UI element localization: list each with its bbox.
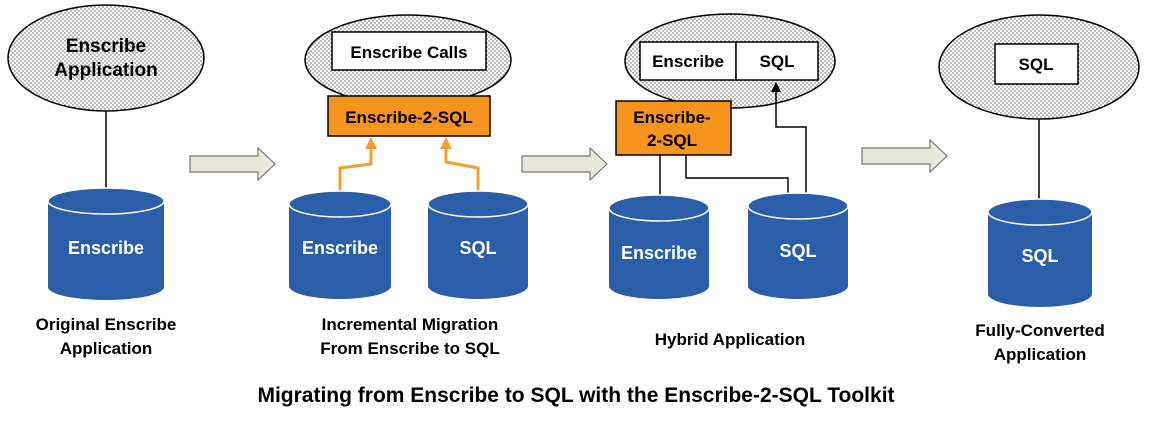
toolkit-box [615,100,732,156]
stage-incremental: Enscribe Calls Enscribe-2-SQL Enscribe S… [288,14,529,299]
caption-line-1: Incremental Migration [321,315,499,334]
toolkit-box [327,95,491,137]
sql-call-box [735,41,819,81]
caption-hybrid: Hybrid Application [620,328,840,352]
diagram-title: Migrating from Enscribe to SQL with the … [257,384,895,407]
database-sql: SQL [427,190,529,299]
toolkit-label-2: 2-SQL [647,131,697,150]
flow-arrow-2 [521,146,608,182]
enscribe-calls-label: Enscribe Calls [350,43,467,62]
caption-original: Original Enscribe Application [6,313,206,361]
stage-original: Enscribe Application Enscribe [7,4,205,300]
database-label: SQL [1021,246,1058,266]
caption-fully-converted: Fully-Converted Application [940,319,1140,367]
caption-line-2: From Enscribe to SQL [320,339,500,358]
caption-incremental: Incremental Migration From Enscribe to S… [290,313,530,361]
sql-call-box [994,43,1079,85]
toolkit-to-sql-connector [440,137,484,209]
database-label: Enscribe [302,238,378,258]
application-bubble-label-2: Application [54,60,157,81]
enscribe-call-box [639,41,737,81]
toolkit-label: Enscribe-2-SQL [345,108,473,127]
database-enscribe: Enscribe [288,190,392,299]
database-label: Enscribe [68,238,144,258]
enscribe-call-label: Enscribe [652,52,724,71]
caption-line-1: Original Enscribe [35,315,177,334]
application-bubble [7,4,205,112]
flow-arrow-3 [861,138,948,174]
stage-fully-converted: SQL SQL [938,14,1140,307]
database-sql: SQL [987,198,1093,307]
flow-arrow-1 [189,146,276,182]
enscribe-calls-box [331,31,487,71]
caption-line-1: Fully-Converted [975,321,1105,340]
caption-line-1: Hybrid Application [654,330,806,349]
database-label: SQL [779,241,816,261]
toolkit-label-1: Enscribe- [633,108,710,127]
caption-line-2: Application [993,345,1087,364]
sql-call-label: SQL [1019,55,1054,74]
sql-to-application-arrow [771,82,807,210]
application-bubble-label-1: Enscribe [66,36,146,57]
database-sql: SQL [747,192,849,299]
caption-line-2: Application [59,339,153,358]
database-label: SQL [459,238,496,258]
stage-hybrid: Enscribe SQL Enscribe- 2-SQL Enscribe SQ… [608,13,849,299]
database-enscribe: Enscribe [608,194,710,299]
sql-call-label: SQL [760,52,795,71]
database-enscribe: Enscribe [47,187,165,300]
toolkit-to-enscribe-connector [334,137,377,209]
database-label: Enscribe [621,243,697,263]
